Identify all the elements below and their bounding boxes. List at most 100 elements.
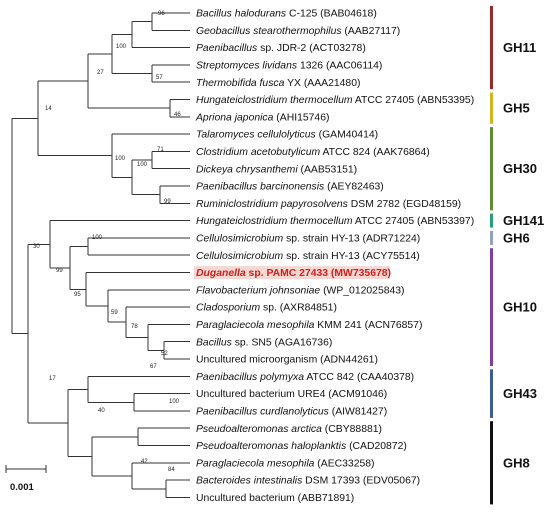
leaf-label: Pseudoalteromonas haloplanktis (CAD20872… xyxy=(196,441,407,452)
strain-accession: (AEC33258) xyxy=(314,458,374,469)
bootstrap-value: 99 xyxy=(56,268,63,274)
strain-accession: Uncultured microorganism (ADN44261) xyxy=(196,355,378,366)
group-bar xyxy=(490,230,493,245)
leaf-label: Clostridium acetobutylicum ATCC 824 (AAK… xyxy=(196,147,430,158)
leaf-label: Flavobacterium johnsoniae (WP_012025843) xyxy=(196,285,405,296)
scale-bar: 0.001 xyxy=(5,465,47,493)
bootstrap-value: 67 xyxy=(150,364,157,370)
species-name: Paenibacillus curdlanolyticus xyxy=(196,407,329,418)
species-name: Bacillus xyxy=(196,337,232,348)
strain-accession: (CBY88881) xyxy=(322,424,382,435)
species-name: Bacillus halodurans xyxy=(196,9,286,20)
strain-accession: sp. (AXR84851) xyxy=(260,303,337,314)
bootstrap-value: 42 xyxy=(141,459,148,465)
group-bar xyxy=(490,6,493,90)
bootstrap-value: 27 xyxy=(97,70,104,76)
bootstrap-value: 100 xyxy=(137,162,148,168)
bootstrap-value: 95 xyxy=(74,292,81,298)
group-label: GH6 xyxy=(503,230,530,245)
strain-accession: DSM 17393 (EDV05067) xyxy=(302,476,420,487)
leaf-label: Bacteroides intestinalis DSM 17393 (EDV0… xyxy=(196,476,420,487)
bootstrap-value: 14 xyxy=(45,106,52,112)
strain-accession: ATCC 824 (AAK76864) xyxy=(320,147,430,158)
leaf-label: Cladosporium sp. (AXR84851) xyxy=(196,303,337,314)
leaf-label: Cellulosimicrobium sp. strain HY-13 (ADR… xyxy=(196,234,420,245)
leaf-label: Paraglaciecola mesophila KMM 241 (ACN768… xyxy=(196,320,422,331)
group-bar xyxy=(490,421,493,505)
bootstrap-value: 52 xyxy=(161,351,168,357)
bootstrap-value: 17 xyxy=(49,376,56,382)
bootstrap-labels: 9610027571446711001009910030999559785267… xyxy=(33,11,181,473)
strain-accession: ATCC 27405 (ABN53395) xyxy=(353,95,475,106)
species-name: Bacteroides intestinalis xyxy=(196,476,302,487)
bootstrap-value: 100 xyxy=(116,44,127,50)
leaf-label: Hungateiclostridium thermocellum ATCC 27… xyxy=(196,95,474,106)
strain-accession: C-125 (BAB04618) xyxy=(286,9,377,20)
leaf-label: Paenibacillus barcinonensis (AEY82463) xyxy=(196,182,384,193)
group-bar xyxy=(490,369,493,418)
leaf-label: Uncultured microorganism (ADN44261) xyxy=(196,355,378,366)
bootstrap-value: 71 xyxy=(157,147,164,153)
species-name: Pseudoalteromonas arctica xyxy=(196,424,322,435)
strain-accession: ATCC 27405 (ABN53397) xyxy=(353,216,475,227)
scale-bar-label: 0.001 xyxy=(10,482,34,493)
leaf-label: Pseudoalteromonas arctica (CBY88881) xyxy=(196,424,382,435)
leaf-label: Apriona japonica (AHI15746) xyxy=(195,112,329,123)
leaf-label: Paraglaciecola mesophila (AEC33258) xyxy=(196,458,375,469)
species-name: Cellulosimicrobium xyxy=(196,251,284,262)
species-name: Paenibacillus polymyxa xyxy=(196,372,304,383)
group-label: GH10 xyxy=(503,300,537,315)
leaf-label: Paenibacillus sp. JDR-2 (ACT03278) xyxy=(196,43,366,54)
tree-branches xyxy=(11,12,190,498)
leaf-label: Bacillus sp. SN5 (AGA16736) xyxy=(196,337,332,348)
bootstrap-value: 100 xyxy=(115,156,126,162)
bootstrap-value: 84 xyxy=(168,467,175,473)
leaf-label: Uncultured bacterium URE4 (ACM91046) xyxy=(196,389,387,400)
bootstrap-value: 96 xyxy=(158,11,165,17)
strain-accession: Uncultured bacterium URE4 (ACM91046) xyxy=(196,389,387,400)
group-label: GH141 xyxy=(503,213,544,228)
leaf-label: Uncultured bacterium (ABB71891) xyxy=(196,493,354,504)
group-label: GH8 xyxy=(503,455,530,470)
species-name: Apriona japonica xyxy=(195,112,274,123)
species-name: Dickeya chrysanthemi xyxy=(196,164,298,175)
species-name: Cladosporium xyxy=(196,303,260,314)
group-label: GH5 xyxy=(503,101,530,116)
leaf-label: Paenibacillus polymyxa ATCC 842 (CAA4037… xyxy=(196,372,414,383)
strain-accession: sp. JDR-2 (ACT03278) xyxy=(257,43,366,54)
species-name: Ruminiclostridium papyrosolvens xyxy=(196,199,348,210)
leaf-label: Dickeya chrysanthemi (AAB53151) xyxy=(196,164,357,175)
species-name: Hungateiclostridium thermocellum xyxy=(196,216,353,227)
species-name: Clostridium acetobutylicum xyxy=(196,147,320,158)
strain-accession: sp. strain HY-13 (ADR71224) xyxy=(283,234,420,245)
bootstrap-value: 78 xyxy=(131,324,138,330)
group-label: GH30 xyxy=(503,161,537,176)
species-name: Thermobifida fusca xyxy=(196,78,285,89)
strain-accession: sp. PAMC 27433 (MW735678) xyxy=(246,268,391,279)
group-bar xyxy=(490,127,493,211)
strain-accession: (AAB53151) xyxy=(298,164,358,175)
leaf-labels: Bacillus halodurans C-125 (BAB04618) Geob… xyxy=(194,9,474,504)
strain-accession: DSM 2782 (EGD48159) xyxy=(348,199,461,210)
bootstrap-value: 100 xyxy=(92,235,103,241)
species-name: Flavobacterium johnsoniae xyxy=(196,285,320,296)
strain-accession: (CAD20872) xyxy=(346,441,407,452)
strain-accession: (WP_012025843) xyxy=(320,285,404,296)
strain-accession: 1326 (AAC06114) xyxy=(297,61,382,72)
leaf-label: Thermobifida fusca YX (AAA21480) xyxy=(196,78,360,89)
group-label: GH11 xyxy=(503,40,536,55)
strain-accession: (AHI15746) xyxy=(273,112,329,123)
species-name: Paraglaciecola mesophila xyxy=(196,320,315,331)
strain-accession: (AAB27117) xyxy=(342,26,401,37)
strain-accession: YX (AAA21480) xyxy=(284,78,360,89)
strain-accession: (AIW81427) xyxy=(329,407,387,418)
strain-accession: ATCC 842 (CAA40378) xyxy=(304,372,414,383)
leaf-label: Talaromyces cellulolyticus (GAM40414) xyxy=(196,130,378,141)
group-bar xyxy=(490,248,493,366)
species-name: Hungateiclostridium thermocellum xyxy=(196,95,353,106)
strain-accession: (AEY82463) xyxy=(324,182,384,193)
bootstrap-value: 99 xyxy=(164,199,171,205)
species-name: Geobacillus stearothermophilus xyxy=(196,26,342,37)
